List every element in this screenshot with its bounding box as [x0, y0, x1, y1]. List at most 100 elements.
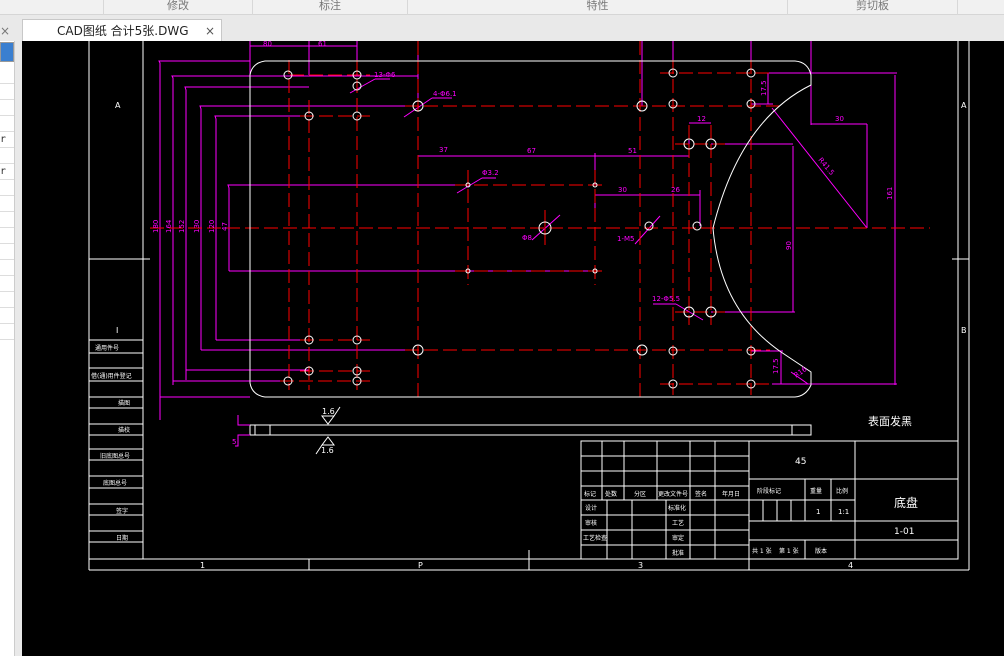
panel-close-icon[interactable]: × [0, 24, 11, 38]
side-view [235, 406, 812, 455]
zone-label-a-left: A [115, 101, 121, 110]
center-lines [150, 41, 930, 400]
side-label: 借(通)用件登记 [91, 372, 132, 380]
tb-part-name: 底盘 [894, 495, 918, 510]
dim-text: 161 [886, 187, 894, 200]
dim-text: 5 [232, 438, 236, 446]
list-item[interactable] [0, 244, 14, 260]
dim-text: 26 [671, 186, 680, 194]
dim-text: Φ3.2 [482, 169, 499, 177]
dim-text: 120 [208, 220, 216, 233]
roughness-label: 1.6 [321, 446, 334, 455]
tb-label: 批准 [672, 549, 684, 557]
dim-text: 180 [152, 220, 160, 233]
side-labels: 通用件号 借(通)用件登记 描图 描校 旧底图总号 底图总号 签字 日期 [91, 344, 132, 542]
tb-label: 重量 [810, 487, 822, 495]
side-label: 签字 [116, 507, 128, 515]
left-panel: r r [0, 41, 15, 656]
ribbon-section-properties[interactable]: 特性 [408, 0, 788, 15]
ribbon-section-clipboard[interactable]: 剪切板 [788, 0, 958, 15]
dim-text: 80 [263, 41, 272, 48]
dim-text: 12 [697, 115, 706, 123]
list-item[interactable] [0, 148, 14, 164]
dim-text: 4-Φ6.1 [433, 90, 457, 98]
side-label: 描校 [118, 426, 130, 434]
dim-text: 30 [618, 186, 627, 194]
drawing-canvas[interactable]: A A B I 1 P 3 4 通用件号 借(通)用件登记 描图 描校 旧底图总… [22, 41, 1004, 656]
cad-drawing: A A B I 1 P 3 4 通用件号 借(通)用件登记 描图 描校 旧底图总… [88, 41, 970, 571]
tb-scale: 1:1 [838, 508, 849, 516]
dim-text: 12-Φ5.5 [652, 295, 680, 303]
zone-label-a-right: A [961, 101, 967, 110]
list-item[interactable]: r [0, 132, 14, 148]
list-item[interactable] [0, 260, 14, 276]
tb-weight: 1 [816, 508, 820, 516]
dim-text: 13-Φ6 [374, 71, 396, 79]
tb-label: 比例 [836, 487, 848, 495]
list-item[interactable] [0, 180, 14, 196]
dim-text: 152 [178, 220, 186, 233]
ribbon-section-modify[interactable]: 修改 [103, 0, 253, 15]
tb-label: 工艺 [672, 519, 684, 527]
list-item[interactable] [0, 276, 14, 292]
dim-text: Φ8 [522, 234, 532, 242]
list-item[interactable]: r [0, 164, 14, 180]
tab-bar: × CAD图纸 合计5张.DWG × [0, 15, 1004, 41]
tb-drawing-no: 1-01 [894, 527, 914, 537]
part-outline [249, 60, 812, 398]
list-item[interactable] [0, 116, 14, 132]
list-item[interactable] [0, 68, 14, 84]
tb-header: 更改文件号 [658, 490, 688, 498]
list-item[interactable] [0, 308, 14, 324]
list-item[interactable] [0, 100, 14, 116]
tab-close-icon[interactable]: × [204, 24, 215, 38]
dim-text: R16 [793, 365, 809, 380]
tb-label: 阶段标记 [757, 487, 781, 495]
tb-sheets: 共 1 张 [752, 547, 772, 555]
tool-icon[interactable] [0, 42, 14, 62]
zone-col-1: 1 [200, 561, 205, 570]
list-item[interactable] [0, 228, 14, 244]
dim-text: 67 [527, 147, 536, 155]
dim-text: 1-M5 [617, 235, 634, 243]
holes [283, 68, 756, 389]
ribbon-section-annotate[interactable]: 标注 [253, 0, 408, 15]
dim-text: 17.5 [760, 80, 768, 96]
side-label: 底图总号 [103, 479, 127, 487]
list-item[interactable] [0, 324, 14, 340]
tb-header: 处数 [605, 490, 617, 498]
zone-col-2: P [418, 561, 423, 570]
dim-text: 51 [628, 147, 637, 155]
tb-label: 工艺检查 [583, 534, 607, 542]
tb-header: 标记 [584, 490, 596, 498]
tab-drawing[interactable]: CAD图纸 合计5张.DWG × [22, 19, 222, 41]
tb-material: 45 [795, 457, 806, 467]
side-label: 旧底图总号 [100, 452, 130, 460]
dim-text: 30 [835, 115, 844, 123]
dim-text: 17.5 [772, 358, 780, 374]
roughness-label: 1.6 [322, 407, 335, 416]
list-item[interactable] [0, 84, 14, 100]
dim-text: 130 [193, 220, 201, 233]
zone-col-4: 4 [848, 561, 853, 570]
title-block [580, 440, 959, 560]
dimension-lines [158, 41, 897, 420]
list-item[interactable] [0, 292, 14, 308]
tb-sheet: 第 1 张 [779, 547, 799, 555]
side-label: 通用件号 [95, 344, 119, 352]
dim-text: 37 [439, 146, 448, 154]
dim-text: 47 [221, 222, 229, 231]
drawing-frame [88, 41, 970, 571]
side-label: 描图 [118, 399, 130, 407]
dim-text: R41.5 [816, 156, 835, 177]
tb-version: 版本 [815, 547, 827, 555]
tb-header: 年月日 [722, 490, 740, 498]
list-item[interactable] [0, 212, 14, 228]
tb-label: 审定 [672, 534, 684, 542]
list-item[interactable] [0, 196, 14, 212]
tb-label: 审核 [585, 519, 597, 527]
dim-text: 90 [785, 241, 793, 250]
dim-text: 61 [318, 41, 327, 48]
dim-text: 164 [165, 219, 173, 233]
tb-label: 标准化 [668, 504, 686, 512]
